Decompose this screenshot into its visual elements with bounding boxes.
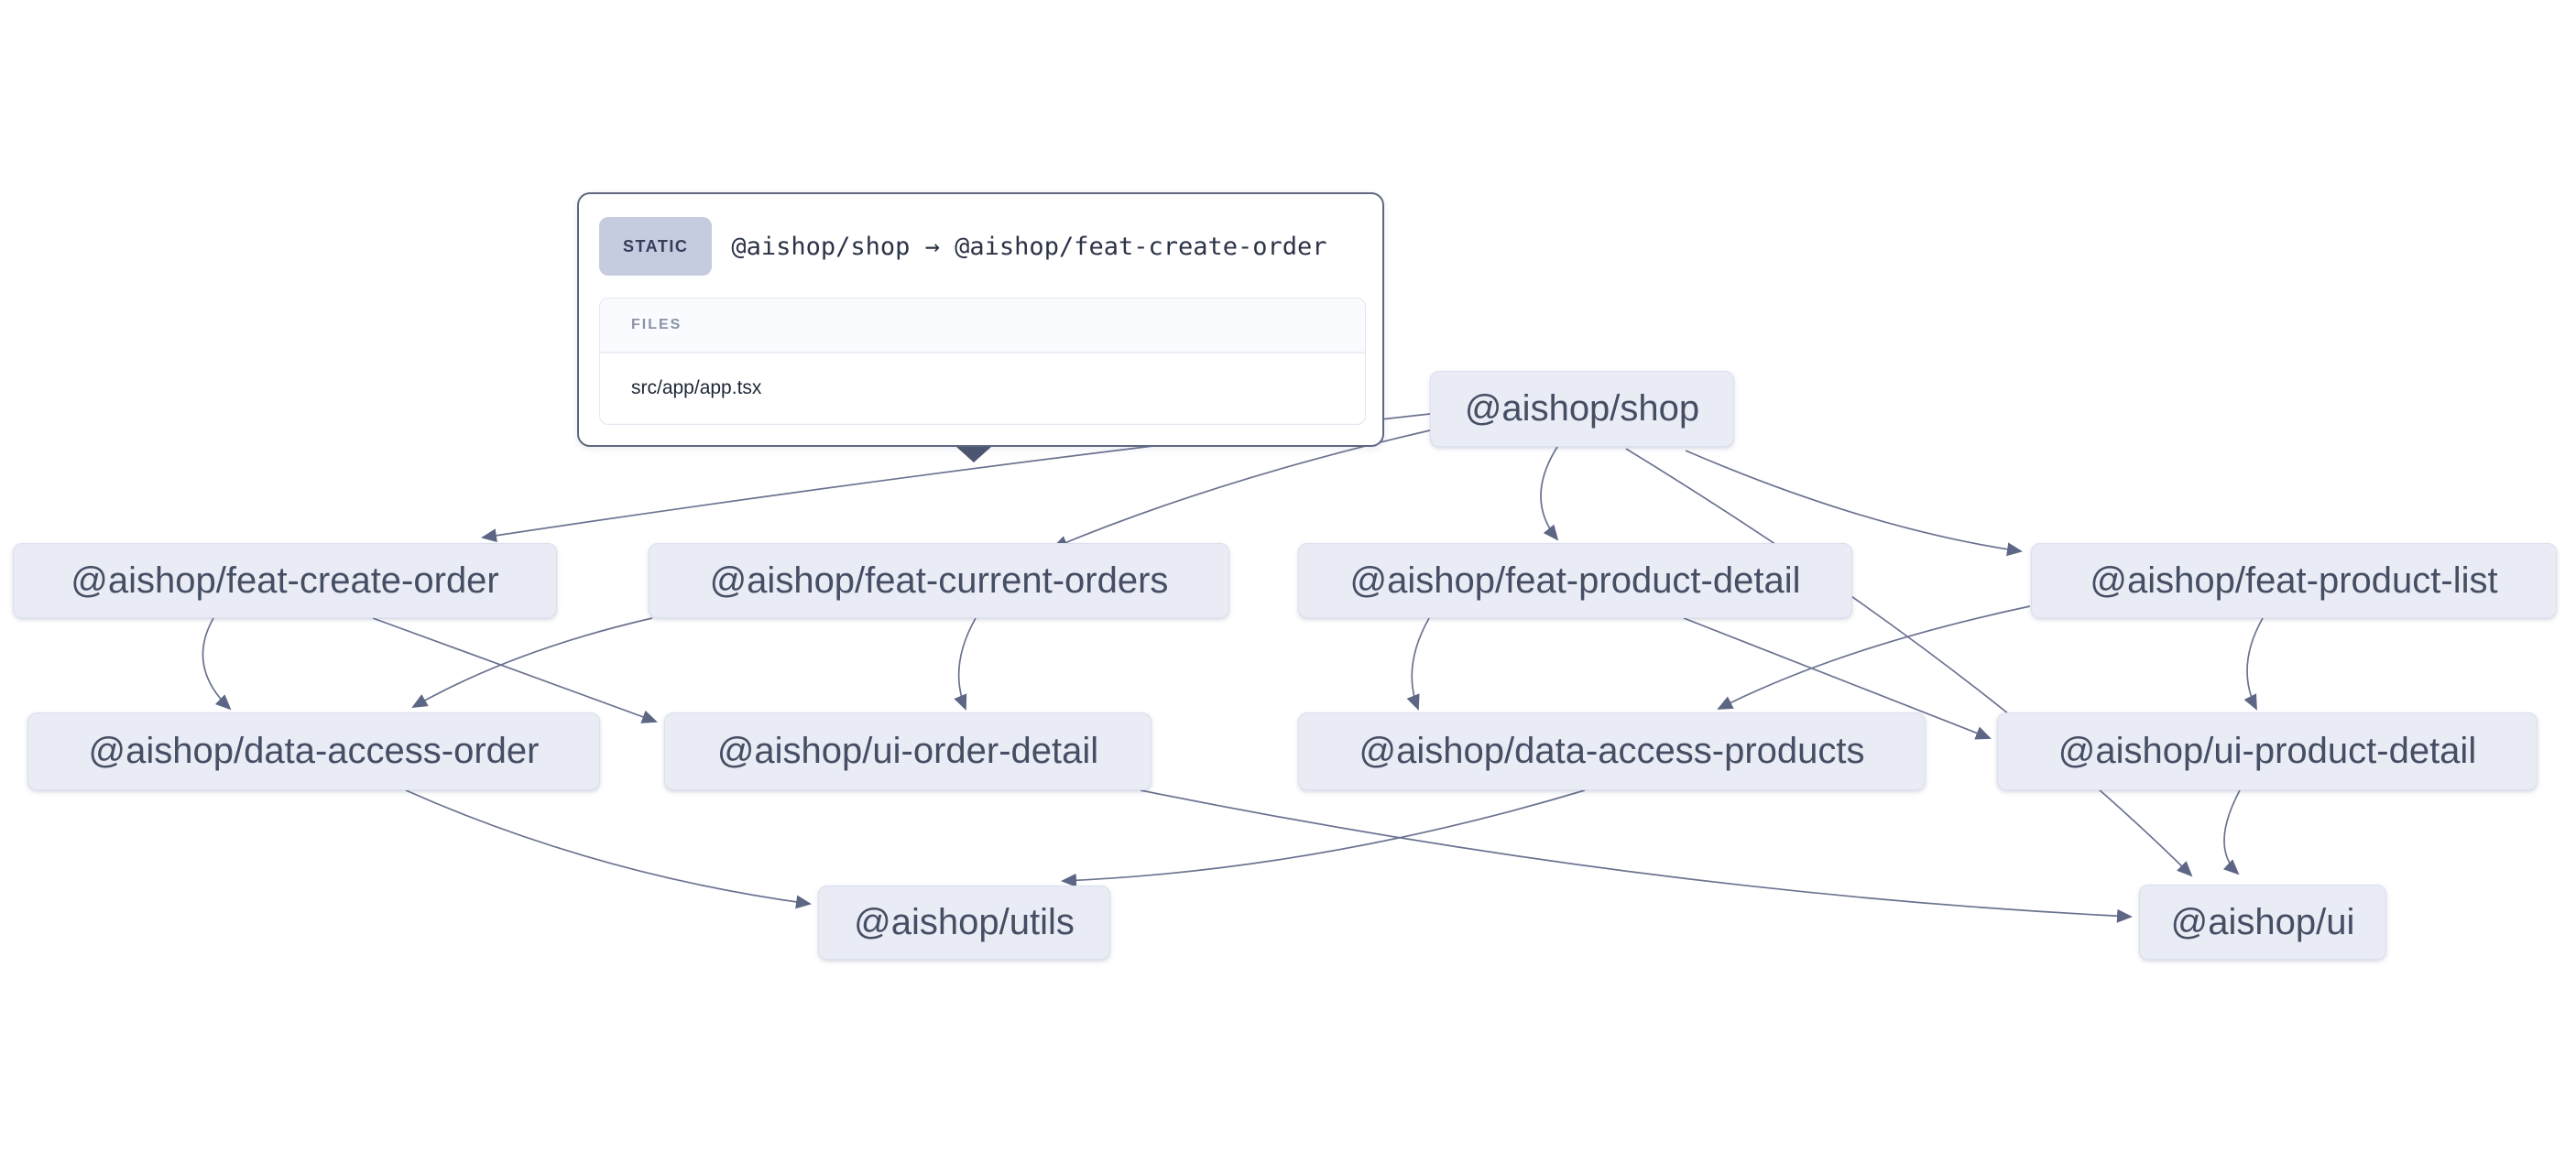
edge-feat-product-list->ui-product-detail[interactable] [2243, 617, 2264, 711]
graph-node-ui-order-detail[interactable]: @aishop/ui-order-detail [664, 712, 1152, 790]
edge-ui-order-detail->ui[interactable] [1140, 789, 2133, 923]
edge-tooltip: STATIC @aishop/shop → @aishop/feat-creat… [577, 192, 1384, 462]
tooltip-pointer-icon [956, 447, 991, 462]
graph-node-data-access-products[interactable]: @aishop/data-access-products [1298, 712, 1926, 790]
edge-data-access-products->utils[interactable] [1061, 789, 1586, 887]
edge-data-access-order->utils[interactable] [405, 789, 812, 909]
edge-feat-create-order->data-access-order[interactable] [202, 617, 232, 711]
graph-node-feat-product-list[interactable]: @aishop/feat-product-list [2031, 543, 2557, 618]
graph-node-ui[interactable]: @aishop/ui [2139, 885, 2386, 960]
graph-node-feat-current-orders[interactable]: @aishop/feat-current-orders [649, 543, 1229, 618]
file-list-item: src/app/app.tsx [600, 353, 1365, 423]
files-panel-header: FILES [600, 299, 1365, 353]
edge-feat-product-detail->ui-product-detail[interactable] [1683, 617, 1992, 740]
edge-type-badge: STATIC [599, 217, 713, 276]
tooltip-edge-title: @aishop/shop → @aishop/feat-create-order [731, 232, 1327, 261]
tooltip-header: STATIC @aishop/shop → @aishop/feat-creat… [599, 217, 1362, 276]
edge-feat-current-orders->ui-order-detail[interactable] [954, 617, 977, 711]
edge-shop->feat-product-list[interactable] [1685, 450, 2023, 557]
edge-shop->ui[interactable] [1625, 448, 2193, 877]
graph-node-feat-product-detail[interactable]: @aishop/feat-product-detail [1298, 543, 1852, 618]
graph-node-shop[interactable]: @aishop/shop [1430, 371, 1734, 447]
edge-shop->feat-current-orders[interactable] [1052, 429, 1431, 549]
edge-feat-product-list->data-access-products[interactable] [1717, 605, 2031, 710]
graph-node-utils[interactable]: @aishop/utils [818, 886, 1110, 960]
graph-node-data-access-order[interactable]: @aishop/data-access-order [27, 712, 600, 790]
graph-node-ui-product-detail[interactable]: @aishop/ui-product-detail [1997, 712, 2538, 790]
edge-feat-current-orders->data-access-order[interactable] [411, 617, 653, 708]
edge-feat-create-order->ui-order-detail[interactable] [372, 617, 658, 723]
edge-ui-product-detail->ui[interactable] [2222, 789, 2241, 875]
graph-node-feat-create-order[interactable]: @aishop/feat-create-order [13, 543, 557, 618]
files-panel: FILES src/app/app.tsx [599, 298, 1366, 425]
edge-feat-product-detail->data-access-products[interactable] [1406, 617, 1430, 711]
edge-shop->feat-product-detail[interactable] [1540, 446, 1559, 541]
